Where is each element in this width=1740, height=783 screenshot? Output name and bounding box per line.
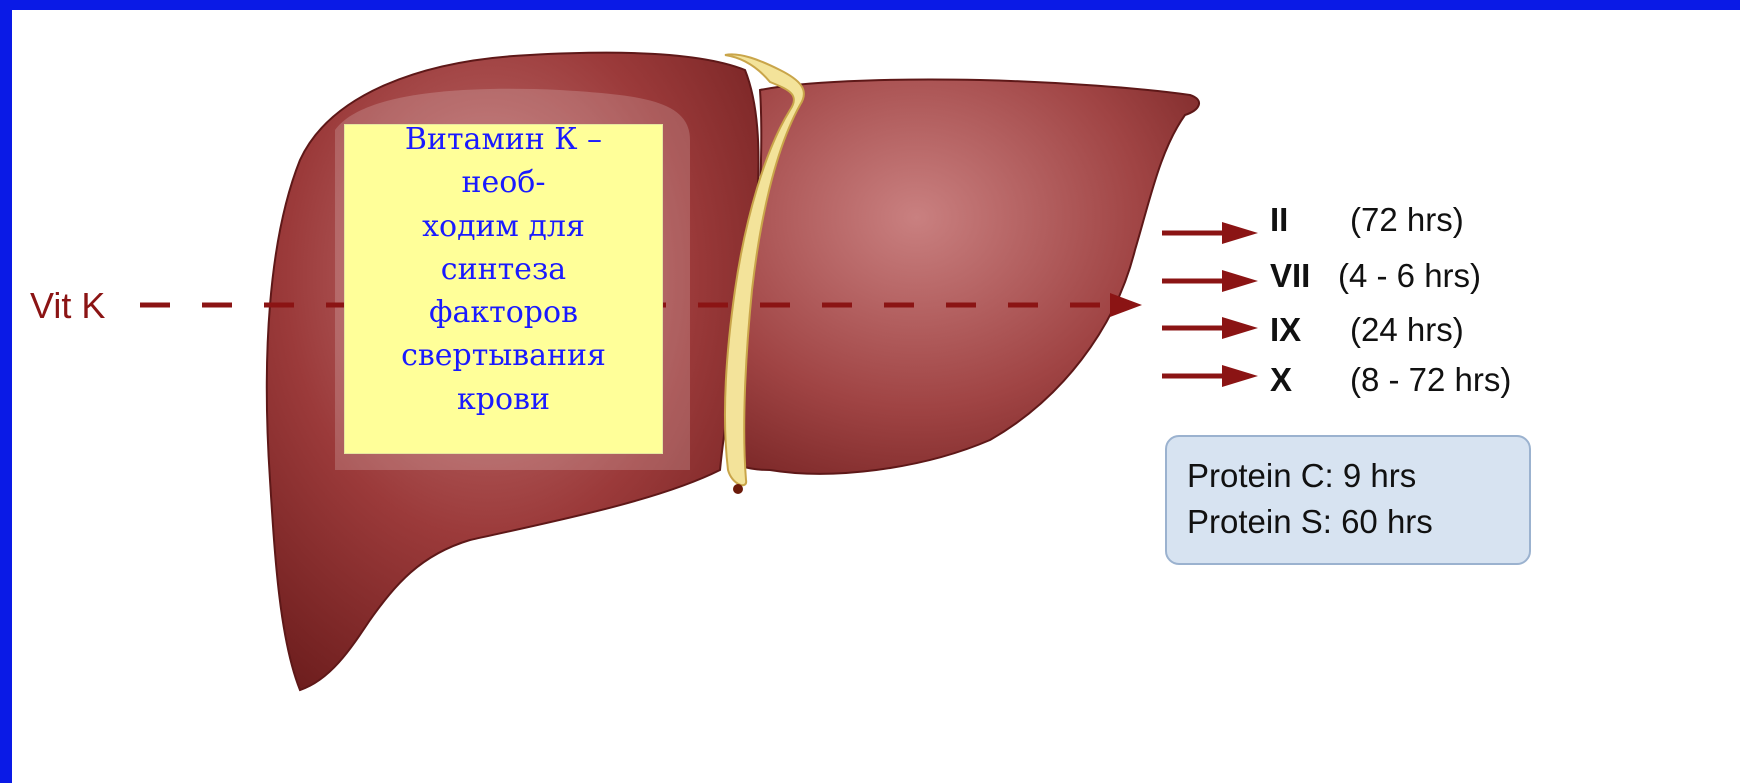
factor-half-life: (8 - 72 hrs)	[1350, 360, 1511, 400]
factor-arrowhead	[1222, 317, 1258, 339]
protein-box: Protein C: 9 hrs Protein S: 60 hrs	[1165, 435, 1531, 565]
note-line: Витамин К –	[344, 118, 663, 161]
note-line: ходим для	[344, 205, 663, 248]
factor-numeral: IX	[1270, 310, 1350, 350]
factor-half-life: (24 hrs)	[1350, 310, 1464, 350]
factor-numeral: II	[1270, 200, 1350, 240]
duct-opening	[733, 484, 743, 494]
factor-numeral: VII	[1270, 256, 1338, 296]
note-text: Витамин К – необ- ходим для синтеза факт…	[344, 118, 663, 421]
factor-ix: IX(24 hrs)	[1270, 310, 1464, 350]
protein-c-line: Protein C: 9 hrs	[1187, 453, 1529, 499]
factor-half-life: (4 - 6 hrs)	[1338, 256, 1481, 296]
factor-x: X(8 - 72 hrs)	[1270, 360, 1511, 400]
factor-numeral: X	[1270, 360, 1350, 400]
factor-arrowhead	[1222, 365, 1258, 387]
factor-half-life: (72 hrs)	[1350, 200, 1464, 240]
factor-vii: VII(4 - 6 hrs)	[1270, 256, 1481, 296]
factor-arrowhead	[1222, 222, 1258, 244]
vitk-label: Vit K	[30, 286, 105, 326]
liver-right-lobe	[728, 79, 1199, 473]
factor-arrowhead	[1222, 270, 1258, 292]
protein-s-line: Protein S: 60 hrs	[1187, 499, 1529, 545]
factor-arrows	[1162, 222, 1258, 387]
note-line: синтеза	[344, 248, 663, 291]
note-line: необ-	[344, 161, 663, 204]
vitk-arrowhead	[1110, 293, 1142, 317]
note-line: факторов	[344, 291, 663, 334]
note-line: крови	[344, 378, 663, 421]
factor-ii: II(72 hrs)	[1270, 200, 1464, 240]
note-line: свертывания	[344, 334, 663, 377]
